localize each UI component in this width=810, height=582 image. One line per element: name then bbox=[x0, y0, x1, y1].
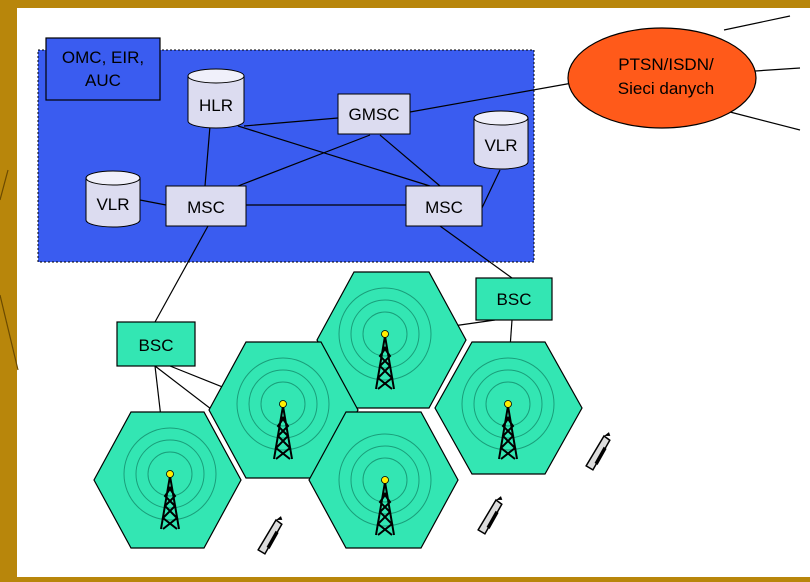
frame-decoration-line bbox=[0, 169, 9, 201]
msc-right-label: MSC bbox=[425, 198, 463, 217]
msc-left-label: MSC bbox=[187, 198, 225, 217]
bsc-right-node bbox=[475, 277, 553, 321]
external-network-ellipse bbox=[567, 27, 757, 129]
gmsc-node bbox=[337, 93, 411, 135]
msc-left-node bbox=[165, 185, 247, 227]
gmsc-label: GMSC bbox=[349, 105, 400, 124]
cell-lower-left bbox=[93, 411, 242, 549]
hlr-label: HLR bbox=[199, 96, 233, 115]
hlr-database bbox=[187, 68, 245, 129]
vlr-left-database bbox=[85, 170, 141, 228]
management-label-line1: OMC, EIR, bbox=[62, 48, 144, 67]
external-network-label-line1: PTSN/ISDN/ bbox=[618, 55, 714, 74]
bsc-left-label: BSC bbox=[139, 336, 174, 355]
vlr-left-label: VLR bbox=[96, 195, 129, 214]
cell-top bbox=[316, 271, 467, 409]
msc-right-node bbox=[405, 185, 483, 227]
management-box bbox=[45, 37, 161, 101]
external-network-label-line2: Sieci danych bbox=[618, 79, 714, 98]
vlr-right-label: VLR bbox=[484, 136, 517, 155]
vlr-right-database bbox=[473, 110, 529, 170]
management-label-line2: AUC bbox=[85, 71, 121, 90]
bsc-left-node bbox=[116, 321, 196, 367]
bsc-right-label: BSC bbox=[497, 290, 532, 309]
frame-decoration-line bbox=[0, 294, 19, 371]
